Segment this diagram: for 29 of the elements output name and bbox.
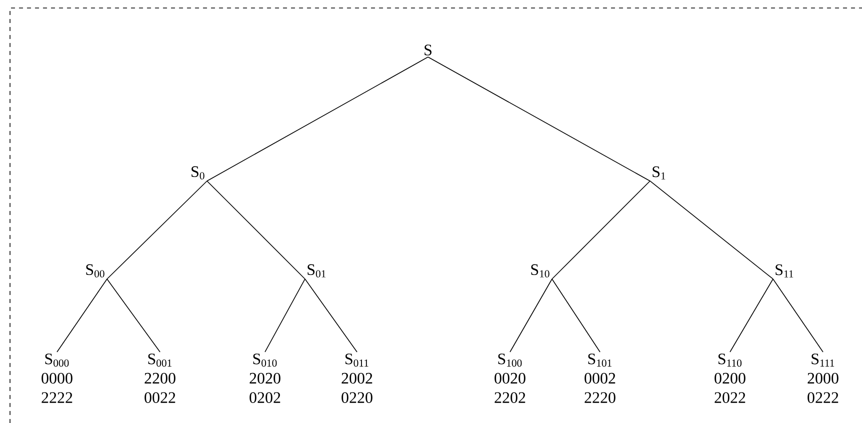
tree-branch bbox=[56, 278, 108, 352]
node-label: S$_{011}$ 2002 0220 bbox=[342, 354, 372, 403]
node-label: S$_{101}$ 0002 2220 bbox=[584, 354, 616, 403]
node-label: S$_{001}$ 2200 0022 bbox=[144, 354, 176, 403]
tree-branch bbox=[510, 278, 552, 352]
node-label: S$_{0}$ bbox=[192, 166, 204, 180]
node-label: S$_{11}$ bbox=[776, 264, 794, 278]
node-label: S$_{01}$ bbox=[308, 264, 326, 278]
tree-branch bbox=[650, 180, 774, 280]
node-label: S bbox=[424, 44, 432, 56]
node-label: S$_{1}$ bbox=[652, 166, 666, 180]
node-label: S$_{111}$ 2000 0222 bbox=[808, 354, 838, 403]
node-label: S$_{010}$ 2020 0202 bbox=[250, 354, 280, 403]
tree-branch bbox=[264, 278, 306, 352]
tree-branch bbox=[552, 278, 600, 352]
tree-branch bbox=[552, 180, 650, 280]
tree-branch bbox=[428, 56, 650, 182]
tree-branch bbox=[772, 278, 824, 352]
tree-branch bbox=[206, 180, 306, 280]
tree-branch bbox=[106, 180, 208, 280]
node-label: S$_{100}$ 0020 2202 bbox=[494, 354, 526, 403]
node-label: S$_{110}$ 0200 2022 bbox=[714, 354, 746, 403]
node-label: S$_{00}$ bbox=[86, 264, 104, 278]
tree-branch bbox=[106, 278, 160, 352]
node-label: S$_{10}$ bbox=[531, 264, 550, 278]
tree-branch bbox=[304, 278, 358, 352]
tree-branch bbox=[730, 278, 774, 352]
node-label: S$_{000}$ 0000 2222 bbox=[42, 354, 72, 403]
tree-branch bbox=[206, 56, 428, 182]
